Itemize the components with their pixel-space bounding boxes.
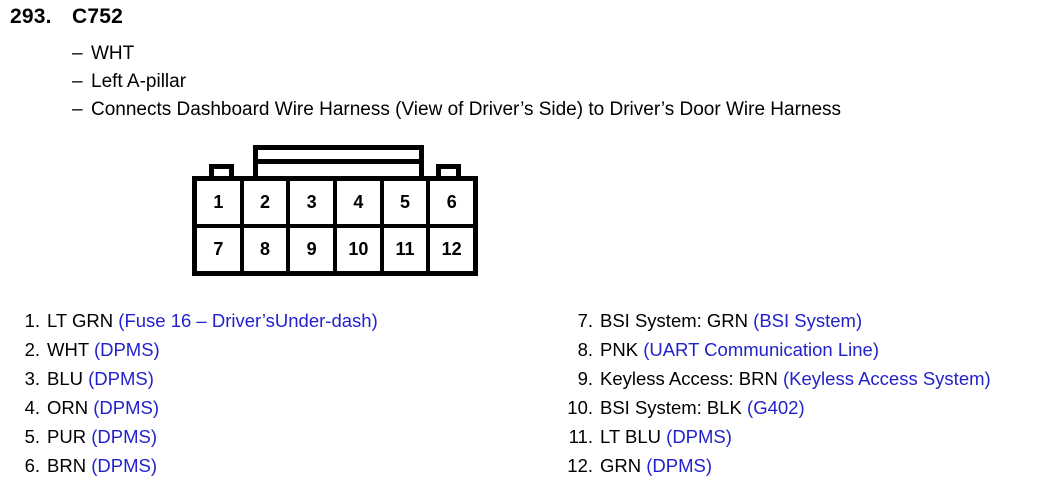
- attribute-color: WHT: [91, 43, 135, 64]
- dash-marker: –: [72, 71, 83, 92]
- pin-description-list-left: 1.LT GRN (Fuse 16 – Driver’sUnder-dash) …: [14, 306, 378, 480]
- pin-item-index: 3.: [24, 368, 40, 389]
- pin-item-index: 2.: [24, 339, 40, 360]
- pin-item-source: (DPMS): [93, 339, 160, 360]
- pin-item-4: 4. ORN (DPMS): [14, 393, 378, 422]
- attribute-connects: Connects Dashboard Wire Harness (View of…: [91, 99, 842, 120]
- pin-item-wire: WHT: [47, 339, 89, 360]
- connector-pin-body: 1 2 3 4 5 6 7 8 9 10 11 12: [192, 176, 478, 276]
- dash-marker: –: [72, 99, 83, 120]
- connector-header: 293. C752: [10, 4, 123, 30]
- pin-item-5: 5. PUR (DPMS): [14, 422, 378, 451]
- pin-item-index: 4.: [24, 397, 40, 418]
- pin-item-wire: GRN: [600, 455, 642, 476]
- pin-item-12: 12. GRN (DPMS): [565, 451, 991, 480]
- dash-marker: –: [72, 43, 83, 64]
- pin-cell-10: 10: [337, 228, 384, 271]
- pin-item-9: 9. Keyless Access: BRN (Keyless Access Sy…: [565, 364, 991, 393]
- attribute-row-connects: –Connects Dashboard Wire Harness (View o…: [72, 96, 841, 124]
- pin-item-source: (DPMS): [666, 426, 732, 447]
- pin-item-wire: PUR: [47, 426, 87, 447]
- pin-cell-7: 7: [197, 228, 244, 271]
- pin-item-index: 11.: [568, 426, 593, 447]
- pin-cell-2: 2: [244, 181, 291, 224]
- pin-item-index: 7.: [577, 310, 593, 331]
- pin-item-11: 11. LT BLU (DPMS): [565, 422, 991, 451]
- pin-cell-3: 3: [290, 181, 338, 224]
- pin-cell-1: 1: [197, 181, 244, 224]
- pin-item-source: (DPMS): [91, 455, 157, 476]
- connector-pin-row-top: 1 2 3 4 5 6: [197, 181, 473, 228]
- pin-item-wire: Keyless Access: BRN: [600, 368, 778, 389]
- pin-item-index: 5.: [24, 426, 40, 447]
- pin-item-wire: BRN: [47, 455, 87, 476]
- pin-item-8: 8. PNK (UART Communication Line): [565, 335, 991, 364]
- pin-item-7: 7. BSI System: GRN (BSI System): [565, 306, 991, 335]
- pin-item-source: (Fuse 16 – Driver’sUnder-dash): [118, 310, 378, 331]
- connector-id: C752: [72, 5, 124, 28]
- pin-item-3: 3. BLU (DPMS): [14, 364, 378, 393]
- connector-diagram: 1 2 3 4 5 6 7 8 9 10 11 12: [192, 145, 478, 276]
- pin-item-2: 2. WHT (DPMS): [14, 335, 378, 364]
- pin-item-1: 1. LT GRN (Fuse 16 – Driver’sUnder-dash): [14, 306, 378, 335]
- attribute-row-color: –WHT: [72, 40, 841, 68]
- pin-cell-4: 4: [337, 181, 384, 224]
- pin-cell-6: 6: [446, 192, 457, 212]
- pin-cell-9: 9: [290, 228, 338, 271]
- pin-item-6: 6. BRN (DPMS): [14, 451, 378, 480]
- pin-item-wire: BLU: [47, 368, 83, 389]
- pin-item-source: (DPMS): [93, 397, 160, 418]
- pin-item-index: 12.: [567, 455, 593, 476]
- pin-cell-5: 5: [384, 181, 431, 224]
- pin-item-wire: ORN: [47, 397, 89, 418]
- pin-item-source: (G402): [747, 397, 805, 418]
- pin-item-wire: PNK: [600, 339, 639, 360]
- connector-attribute-list: –WHT –Left A-pillar –Connects Dashboard …: [72, 40, 841, 124]
- pin-item-wire: BSI System: BLK: [600, 397, 742, 418]
- pin-item-index: 10.: [567, 397, 593, 418]
- pin-item-source: (UART Communication Line): [643, 339, 879, 360]
- pin-item-index: 8.: [577, 339, 593, 360]
- pin-cell-8: 8: [244, 228, 291, 271]
- connector-title-line: 293. C752: [10, 4, 123, 30]
- connector-pin-row-bottom: 7 8 9 10 11 12: [197, 228, 473, 271]
- pin-item-source: (DPMS): [646, 455, 713, 476]
- pin-item-index: 1.: [24, 310, 40, 331]
- pin-item-wire: LT GRN: [47, 310, 114, 331]
- pin-item-source: (DPMS): [91, 426, 157, 447]
- attribute-location: Left A-pillar: [91, 71, 187, 92]
- pin-item-wire: LT BLU: [600, 426, 662, 447]
- pin-item-source: (BSI System): [753, 310, 863, 331]
- connector-number: 293.: [10, 5, 52, 28]
- connector-latch-bar-icon: [253, 159, 424, 164]
- pin-item-source: (DPMS): [88, 368, 154, 389]
- pin-description-list-right: 7. BSI System: GRN (BSI System) 8. PNK (UA…: [565, 306, 991, 480]
- pin-item-10: 10. BSI System: BLK (G402): [565, 393, 991, 422]
- attribute-row-location: –Left A-pillar: [72, 68, 841, 96]
- pin-item-index: 9.: [577, 368, 593, 389]
- pin-item-index: 6.: [24, 455, 40, 476]
- pin-cell-11: 11: [384, 228, 431, 271]
- pin-cell-12: 12: [441, 239, 462, 259]
- pin-item-wire: BSI System: GRN: [600, 310, 749, 331]
- pin-item-source: (Keyless Access System): [783, 368, 991, 389]
